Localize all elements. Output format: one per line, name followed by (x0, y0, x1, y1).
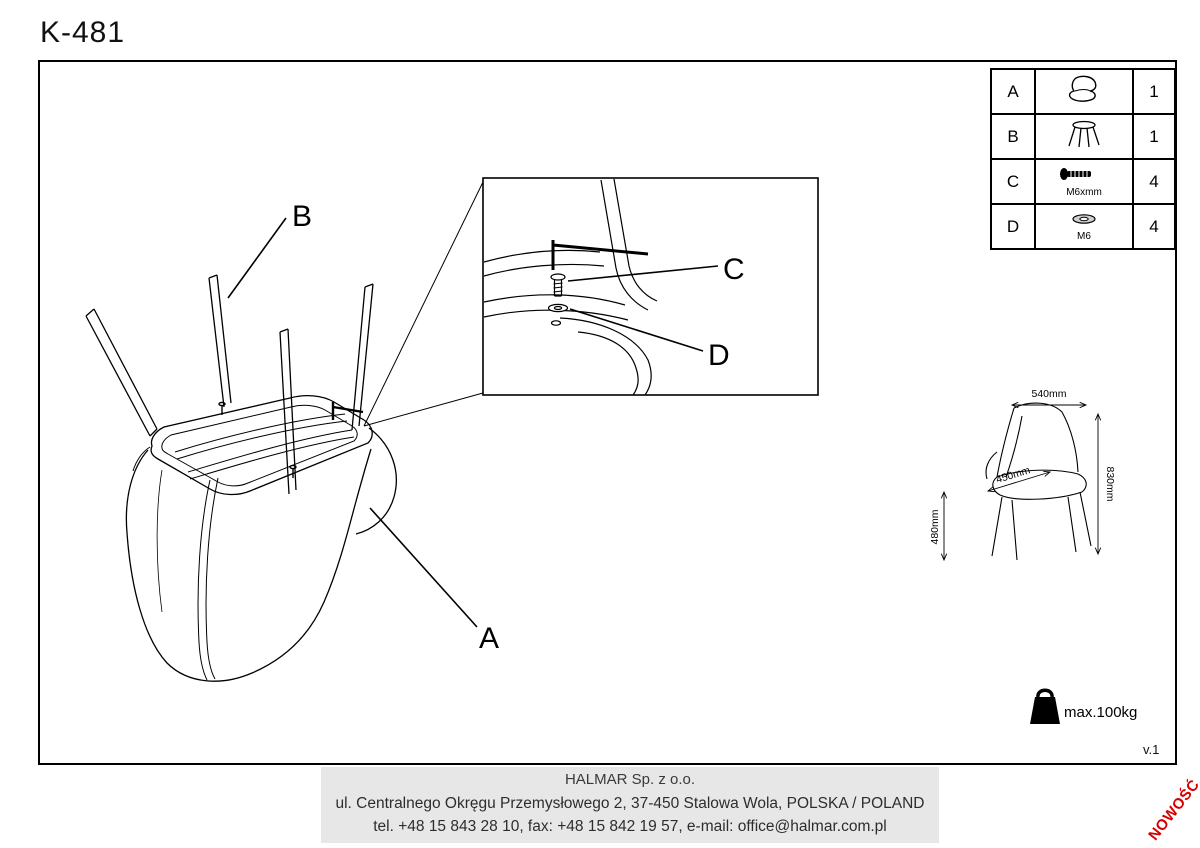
part-label-c: C (567, 253, 745, 286)
parts-row-c: C M6xmm 4 (990, 158, 1176, 205)
part-qty-b: 1 (1132, 113, 1176, 160)
flipped-chair-drawing (85, 274, 397, 682)
part-letter-d: D (990, 203, 1036, 250)
allen-key-detail-icon (551, 240, 649, 270)
dimension-drawing: 540mm 830mm 480mm 450mm (929, 388, 1116, 560)
bolt-detail-icon (550, 273, 566, 297)
label-a-text: A (479, 622, 499, 655)
part-qty-a: 1 (1132, 68, 1176, 115)
part-letter-c: C (990, 158, 1036, 205)
max-load-label: max.100kg (1064, 704, 1137, 721)
footer-company: HALMAR Sp. z o.o. (564, 771, 696, 788)
parts-row-b: B 1 (990, 113, 1176, 160)
allen-key-icon (331, 402, 364, 420)
footer: HALMAR Sp. z o.o. ul. Centralnego Okręgu… (60, 767, 1200, 843)
washer-glyph (1072, 214, 1096, 224)
max-load: max.100kg (1030, 688, 1137, 724)
parts-row-d: D M6 4 (990, 203, 1176, 250)
part-qty-c: 4 (1132, 158, 1176, 205)
dim-width: 540mm (1031, 388, 1066, 400)
leg-frame-glyph (1068, 120, 1100, 148)
weight-icon (1030, 688, 1060, 724)
parts-row-a: A 1 (990, 68, 1176, 115)
washer-icon: M6 (1034, 203, 1134, 250)
footer-contact: tel. +48 15 843 28 10, fax: +48 15 842 1… (373, 817, 887, 835)
chair-leg-lines (85, 274, 374, 495)
screw-marks (218, 401, 297, 478)
leg-frame-icon (1034, 113, 1134, 160)
callout-lines (363, 181, 484, 427)
seat-body-outline (125, 427, 397, 682)
bolt-caption: M6xmm (1066, 186, 1102, 198)
part-label-b: B (227, 200, 312, 299)
footer-band: HALMAR Sp. z o.o. ul. Centralnego Okręgu… (321, 767, 939, 843)
footer-address: ul. Centralnego Okręgu Przemysłowego 2, … (335, 794, 925, 812)
dim-seat-height: 480mm (929, 509, 941, 544)
bolt-glyph (1060, 167, 1091, 180)
dimension-lines (944, 405, 1098, 560)
chair-seat-icon (1034, 68, 1134, 115)
label-b-text: B (292, 200, 312, 233)
washer-detail-icon (547, 303, 569, 313)
part-letter-a: A (990, 68, 1036, 115)
part-qty-d: 4 (1132, 203, 1176, 250)
washer-caption: M6 (1077, 231, 1091, 242)
label-c-text: C (723, 253, 745, 286)
page-title: K-481 (40, 16, 126, 49)
bolt-icon: M6xmm (1034, 158, 1134, 205)
detail-inset-frame (482, 177, 819, 396)
part-label-d: D (569, 308, 730, 372)
part-letter-b: B (990, 113, 1036, 160)
chair-seat-glyph (1068, 75, 1097, 102)
dim-height: 830mm (1104, 466, 1116, 501)
detail-inset (482, 177, 819, 396)
label-d-text: D (708, 339, 730, 372)
parts-table: A 1 B 1 C M6xmm 4 (990, 68, 1176, 250)
part-label-a: A (369, 507, 499, 655)
detail-tubes (483, 178, 658, 396)
version-label: v.1 (1143, 742, 1160, 757)
seat-frame-lines (150, 395, 373, 496)
dim-seat-depth: 450mm (995, 464, 1032, 486)
